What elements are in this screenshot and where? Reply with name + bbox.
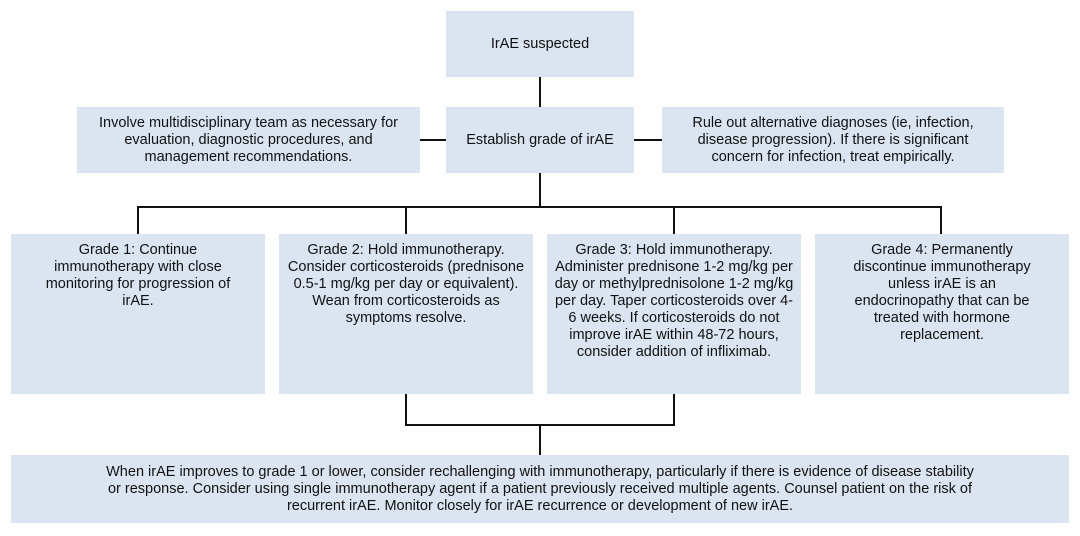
- grade-2-text: Grade 2: Hold immunotherapy. Consider co…: [287, 242, 525, 326]
- grade-3-text: Grade 3: Hold immunotherapy. Administer …: [554, 242, 794, 360]
- grade-1-text: Grade 1: Continue immunotherapy with clo…: [45, 242, 231, 309]
- box-rechallenge-guidance: When irAE improves to grade 1 or lower, …: [11, 455, 1069, 523]
- grade-4-text: Grade 4: Permanently discontinue immunot…: [853, 242, 1031, 343]
- rechallenge-guidance-text: When irAE improves to grade 1 or lower, …: [106, 463, 974, 514]
- multidisciplinary-team-text: Involve multidisciplinary team as necess…: [99, 114, 398, 165]
- box-grade-4: Grade 4: Permanently discontinue immunot…: [815, 234, 1069, 394]
- box-rule-out-alternatives: Rule out alternative diagnoses (ie, infe…: [662, 107, 1004, 173]
- box-grade-2: Grade 2: Hold immunotherapy. Consider co…: [279, 234, 533, 394]
- irae-suspected-text: IrAE suspected: [490, 35, 590, 52]
- box-grade-1: Grade 1: Continue immunotherapy with clo…: [11, 234, 265, 394]
- box-irae-suspected: IrAE suspected: [446, 11, 634, 77]
- box-multidisciplinary-team: Involve multidisciplinary team as necess…: [77, 107, 420, 173]
- establish-grade-text: Establish grade of irAE: [466, 131, 614, 148]
- box-establish-grade: Establish grade of irAE: [446, 107, 634, 173]
- rule-out-alternatives-text: Rule out alternative diagnoses (ie, infe…: [692, 114, 974, 165]
- box-grade-3: Grade 3: Hold immunotherapy. Administer …: [547, 234, 801, 394]
